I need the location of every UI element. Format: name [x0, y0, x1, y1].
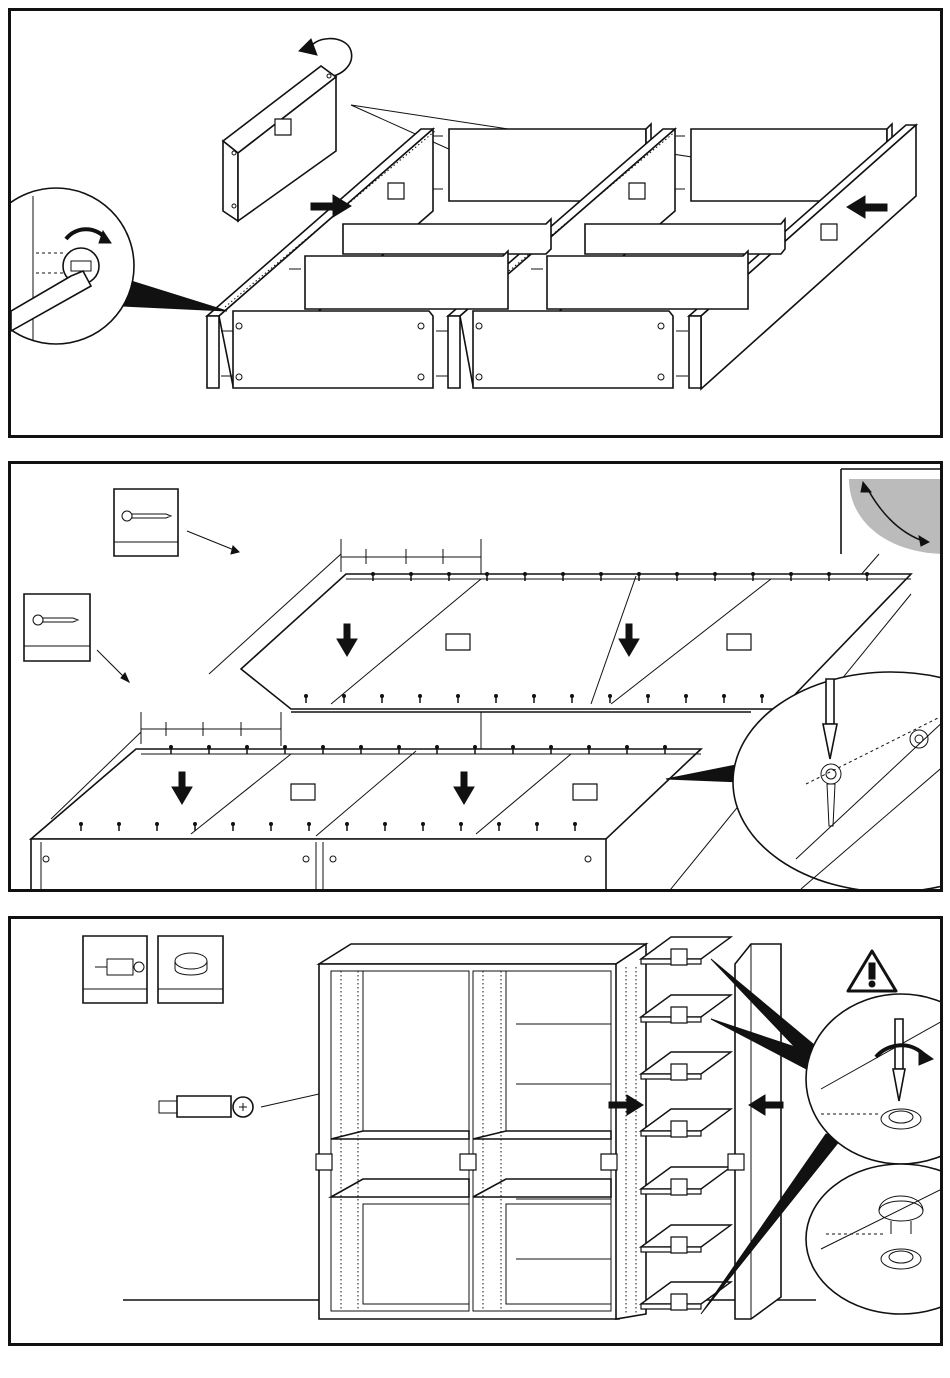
- screw-head: [532, 694, 536, 698]
- screw-short-icon: [24, 594, 90, 661]
- part-label-box: [671, 1237, 687, 1253]
- screw-head: [321, 745, 325, 749]
- screw-head: [549, 745, 553, 749]
- screw-head: [587, 745, 591, 749]
- screw-head: [383, 822, 387, 826]
- screw-head: [523, 572, 527, 576]
- screw-head: [79, 822, 83, 826]
- part-label-box: [671, 949, 687, 965]
- screw-head: [421, 822, 425, 826]
- screw-head: [684, 694, 688, 698]
- screw-head: [169, 745, 173, 749]
- screw-head: [827, 572, 831, 576]
- screw-head: [231, 822, 235, 826]
- screw-head: [342, 694, 346, 698]
- step-3-illustration: [11, 919, 943, 1346]
- screw-head: [599, 572, 603, 576]
- cam-bolt-icon: [83, 936, 147, 1003]
- screw-head: [409, 572, 413, 576]
- screw-head: [418, 694, 422, 698]
- screw-head: [359, 745, 363, 749]
- part-label-box: [671, 1294, 687, 1310]
- cabinet-carcass: [316, 944, 646, 1319]
- part-label-box: [671, 1179, 687, 1195]
- screw-head: [245, 745, 249, 749]
- screw-head: [155, 822, 159, 826]
- warning-icon: [848, 951, 896, 991]
- part-label-box: [671, 1064, 687, 1080]
- screw-head: [675, 572, 679, 576]
- screw-head: [371, 572, 375, 576]
- step-1-panel: [8, 8, 943, 438]
- step-2-panel: [8, 461, 943, 892]
- screw-head: [663, 745, 667, 749]
- screw-head: [473, 745, 477, 749]
- screw-head: [307, 822, 311, 826]
- screw-head: [456, 694, 460, 698]
- screw-head: [380, 694, 384, 698]
- rotating-panel: [223, 66, 336, 221]
- step-1-illustration: [11, 11, 943, 438]
- part-label-box: [671, 1007, 687, 1023]
- screw-head: [713, 572, 717, 576]
- part-label-box: [275, 119, 291, 135]
- screw-head: [459, 822, 463, 826]
- step-2-illustration: [11, 464, 943, 892]
- cover-cap-icon: [158, 936, 223, 1003]
- screw-head: [494, 694, 498, 698]
- screw-head: [570, 694, 574, 698]
- screw-head: [485, 572, 489, 576]
- screw-head: [511, 745, 515, 749]
- front-panel-middle: [473, 311, 673, 388]
- screw-head: [646, 694, 650, 698]
- screw-head: [760, 694, 764, 698]
- screw-head: [397, 745, 401, 749]
- screw-head: [283, 745, 287, 749]
- screw-head: [722, 694, 726, 698]
- shelf-stack: [641, 937, 731, 1310]
- screw-head: [561, 572, 565, 576]
- screw-head: [535, 822, 539, 826]
- screw-head: [865, 572, 869, 576]
- cam-bolt-icon: [159, 1096, 253, 1117]
- screw-head: [789, 572, 793, 576]
- screw-head: [345, 822, 349, 826]
- screw-head: [117, 822, 121, 826]
- screw-head: [304, 694, 308, 698]
- screw-head: [207, 745, 211, 749]
- screw-head: [435, 745, 439, 749]
- screw-head: [497, 822, 501, 826]
- cover-cap-icon: [806, 1164, 943, 1314]
- screw-head: [751, 572, 755, 576]
- screw-long-icon: [114, 489, 178, 556]
- screw-head: [269, 822, 273, 826]
- screw-head: [193, 822, 197, 826]
- part-label-box: [671, 1121, 687, 1137]
- front-panel-left: [233, 311, 433, 388]
- screw-head: [637, 572, 641, 576]
- step-3-panel: [8, 916, 943, 1346]
- top-board-front: [31, 749, 701, 839]
- screw-head: [625, 745, 629, 749]
- screw-head: [447, 572, 451, 576]
- screwdriver-detail-icon: [11, 188, 134, 344]
- screw-head: [573, 822, 577, 826]
- screw-head: [608, 694, 612, 698]
